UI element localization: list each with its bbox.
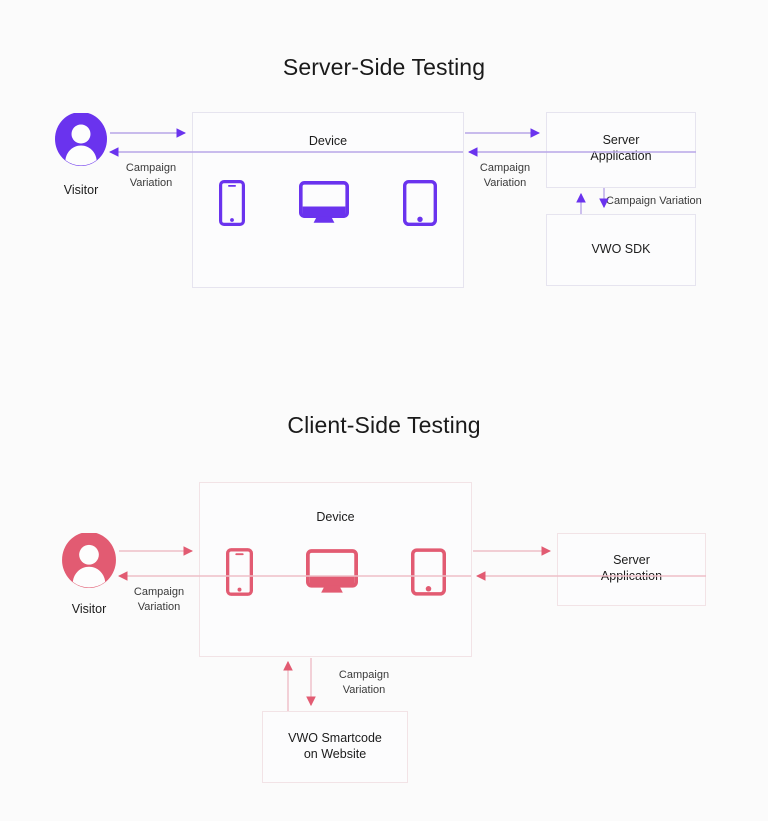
mobile-phone-icon (225, 548, 253, 596)
visitor-avatar-server (55, 112, 107, 172)
device-icons-client (199, 546, 472, 598)
visitor-label-server: Visitor (63, 183, 99, 197)
tablet-icon (403, 180, 437, 226)
device-server-edge-label-server: Campaign Variation (479, 162, 531, 189)
tablet-icon (410, 548, 446, 596)
vwo-sdk-label: VWO SDK (591, 242, 651, 256)
server-application-label-server: Server Application (590, 133, 652, 163)
mobile-phone-icon (219, 180, 245, 226)
server-application-box-server (546, 112, 696, 188)
visitor-avatar-client (62, 531, 116, 594)
server-sdk-edge-label: Campaign Variation (606, 195, 702, 207)
device-box-label-server: Device (308, 134, 348, 148)
device-smartcode-edge-label: Campaign Variation (338, 669, 390, 696)
desktop-monitor-icon (299, 181, 349, 223)
device-icons-server (192, 178, 464, 228)
vwo-smartcode-label: VWO Smartcode on Website (288, 731, 382, 761)
server-application-label-client: Server Application (600, 553, 663, 583)
device-box-label-client: Device (316, 510, 355, 524)
desktop-monitor-icon (305, 549, 358, 593)
client-side-title: Client-Side Testing (287, 412, 481, 438)
vwo-sdk-box (546, 214, 696, 286)
visitor-device-edge-label-client: Campaign Variation (133, 586, 185, 613)
vwo-smartcode-box (262, 711, 408, 783)
user-avatar-icon (62, 531, 116, 588)
server-side-title: Server-Side Testing (282, 54, 486, 80)
visitor-device-edge-label-server: Campaign Variation (125, 162, 177, 189)
server-application-box-client (557, 533, 706, 606)
visitor-label-client: Visitor (71, 602, 107, 616)
user-avatar-icon (55, 112, 107, 166)
